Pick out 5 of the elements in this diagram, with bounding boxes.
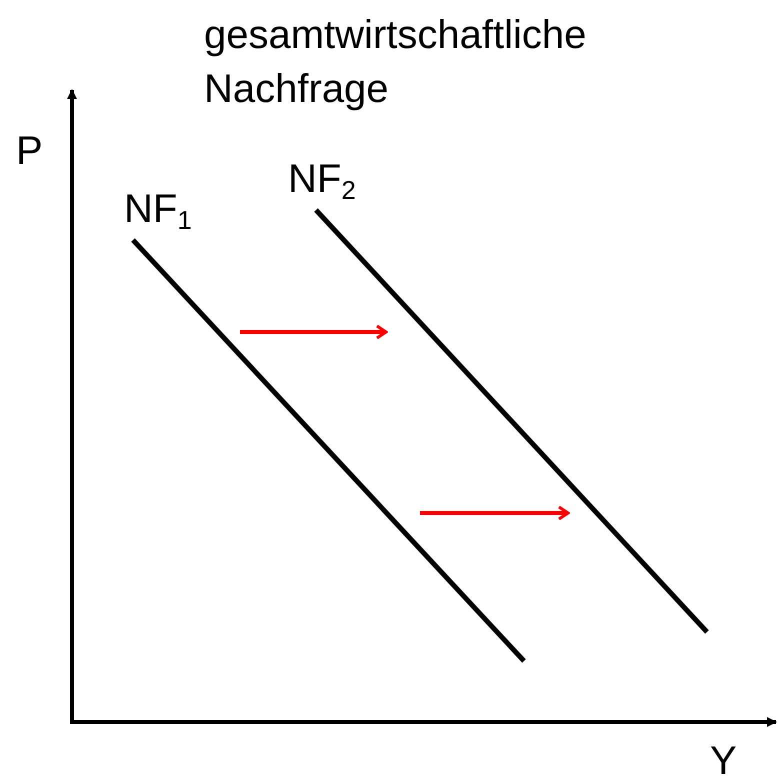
chart-title: gesamtwirtschaftliche Nachfrage <box>204 12 588 113</box>
axis-label: Y <box>710 738 737 783</box>
axis-label: NF$_{2}$ <box>288 156 356 202</box>
axis-label: NF$_{1}$ <box>124 186 192 232</box>
axis-label: P <box>16 128 43 174</box>
